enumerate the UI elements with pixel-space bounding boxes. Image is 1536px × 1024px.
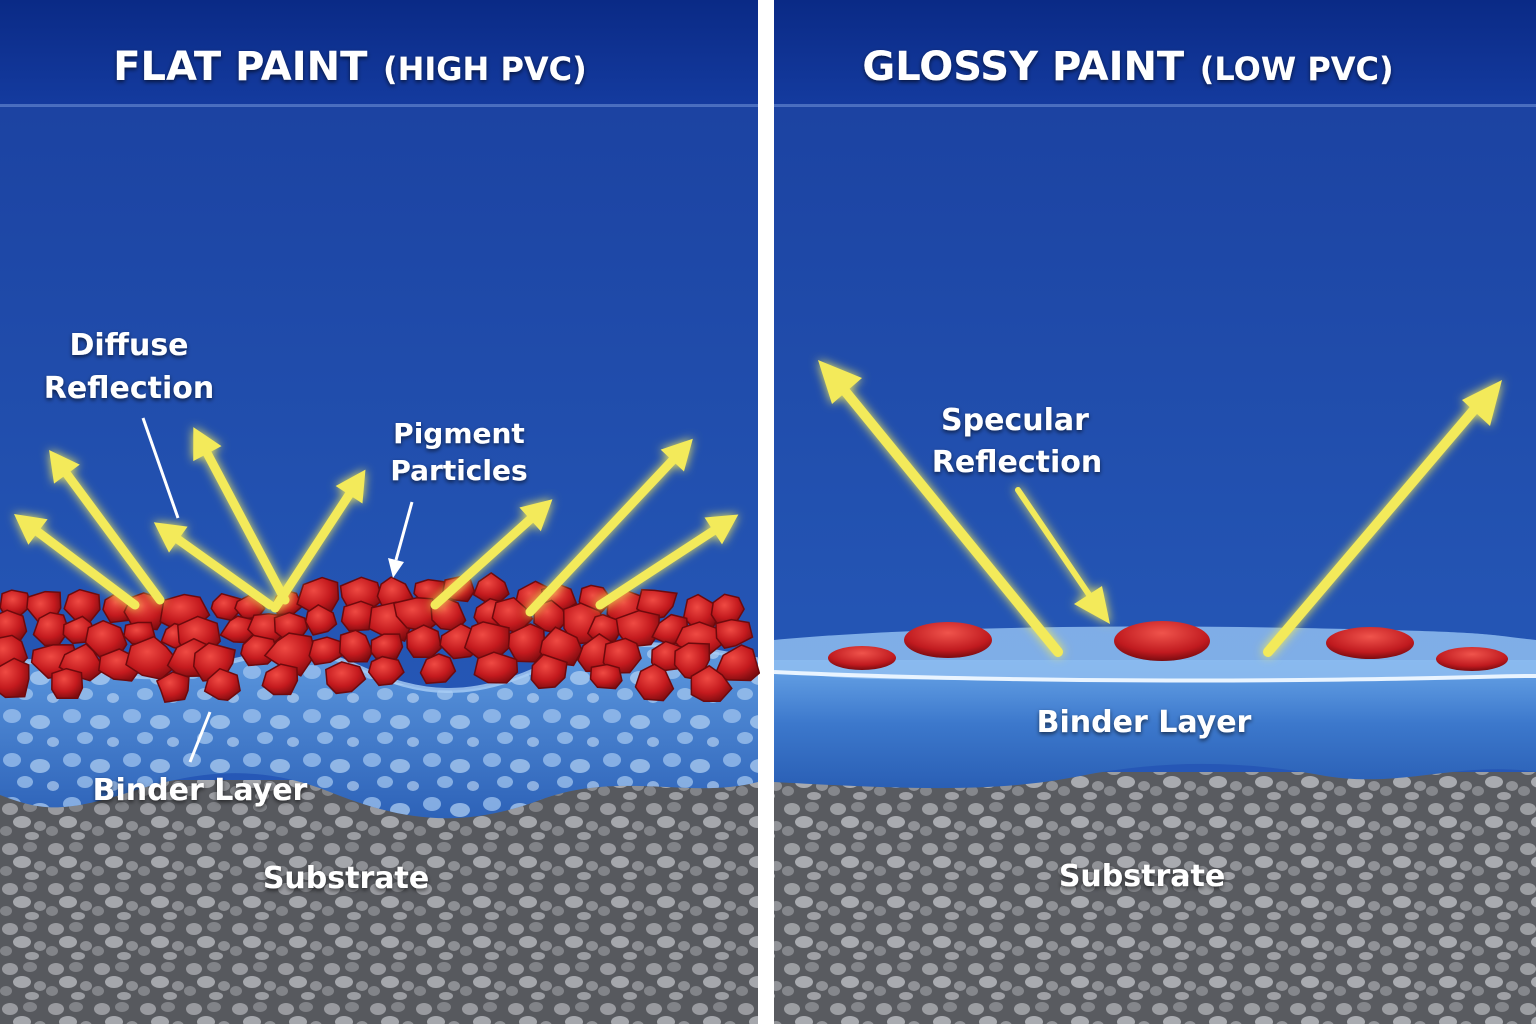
pigment-dome (1114, 621, 1210, 661)
left-binder-texture (0, 644, 758, 819)
pigment-particle (419, 653, 457, 685)
pointer-arrow-icon (1074, 586, 1110, 624)
diffuse-ray (17, 515, 140, 610)
arrow-icon (153, 522, 188, 553)
left-substrate (0, 780, 758, 1024)
diffuse-ray (157, 523, 275, 610)
binder-pointer-icon (188, 711, 212, 763)
pigment-particle (507, 623, 546, 663)
pigment-particle (539, 626, 583, 667)
pigment-particle (615, 609, 660, 648)
specular-label-line2: Reflection (932, 445, 1102, 480)
right-substrate-shade (774, 772, 1536, 1024)
pigment-particle (367, 655, 405, 687)
diffuse-rays (14, 427, 739, 617)
pigment-particle (263, 632, 317, 677)
left-substrate-shade (0, 780, 758, 1024)
pigment-particle (370, 633, 404, 661)
pigment-particle (634, 663, 675, 702)
pigment-particle (210, 592, 244, 622)
left-header (0, 0, 758, 106)
glossy-surface-highlight (773, 670, 1536, 683)
diffuse-pointer-icon (141, 417, 180, 519)
right-substrate (774, 772, 1536, 1024)
arrow-icon (49, 449, 80, 484)
right-binder-layer (774, 660, 1536, 789)
pigment-particle (340, 600, 377, 632)
pigment-pointer-icon (394, 501, 414, 561)
right-header-rule (774, 104, 1536, 107)
pigment-particle (0, 657, 30, 699)
pigment-particle (51, 667, 84, 700)
specular-ray (1263, 393, 1489, 657)
pigment-particle (586, 613, 623, 643)
diffuse-label-line2: Reflection (44, 371, 214, 406)
diffuse-ray (595, 515, 735, 610)
pigment-particle (155, 671, 190, 704)
diffuse-ray (270, 473, 365, 613)
right-substrate-label: Substrate (1059, 859, 1225, 894)
pigment-dome (1326, 627, 1414, 659)
pigment-label-line2: Particles (390, 454, 527, 487)
arrow-icon (704, 514, 739, 545)
pigment-particle (261, 663, 299, 696)
left-substrate-label: Substrate (263, 861, 429, 896)
right-binder-label: Binder Layer (1037, 705, 1252, 740)
pigment-particle (690, 664, 733, 703)
specular-label-line1: Specular (941, 403, 1089, 438)
pigment-particle (125, 635, 181, 681)
arrow-icon (1462, 380, 1502, 426)
diffuse-ray (430, 501, 550, 610)
left-binder-label: Binder Layer (93, 773, 308, 808)
pigment-particle (338, 629, 374, 663)
pigment-particle (304, 604, 338, 636)
pigment-particle (715, 618, 754, 650)
pigment-particle (530, 653, 568, 690)
pigment-particle (308, 636, 344, 666)
pigment-particle (473, 651, 519, 684)
right-header (774, 0, 1536, 106)
pigment-particles (0, 571, 761, 704)
specular-pointer (1015, 487, 1097, 605)
diffuse-ray (50, 453, 165, 605)
panel-divider (760, 0, 774, 1024)
left-panel: FLAT PAINT (HIGH PVC) Diffuse Reflection… (0, 0, 761, 1024)
diffuse-label-line1: Diffuse (69, 328, 188, 363)
left-panel-title: FLAT PAINT (HIGH PVC) (113, 44, 587, 90)
diffuse-ray (525, 441, 691, 617)
pigment-dome (828, 646, 896, 670)
embedded-pigments (828, 621, 1508, 671)
pigment-particle (406, 624, 443, 659)
pigment-dome (1436, 647, 1508, 671)
arrow-icon (818, 360, 862, 404)
pigment-particle (589, 663, 623, 690)
left-header-rule (0, 104, 758, 107)
pigment-particle (463, 621, 510, 660)
pigment-particle (325, 661, 367, 695)
specular-rays (818, 360, 1502, 657)
right-panel: GLOSSY PAINT (LOW PVC) Specu (773, 0, 1536, 1024)
arrow-icon (193, 427, 222, 462)
right-panel-title: GLOSSY PAINT (LOW PVC) (862, 44, 1393, 90)
pigment-particle (203, 667, 241, 701)
pigment-particle (602, 637, 642, 674)
pigment-pointer-head (388, 558, 404, 578)
pigment-dome (904, 622, 992, 658)
specular-ray (831, 375, 1063, 657)
pigment-label-line1: Pigment (393, 417, 525, 450)
arrow-icon (519, 499, 553, 532)
diffuse-ray (193, 431, 290, 605)
arrow-icon (14, 513, 48, 545)
arrow-icon (335, 469, 366, 504)
arrow-icon (660, 438, 693, 472)
pigment-particle (714, 644, 761, 682)
